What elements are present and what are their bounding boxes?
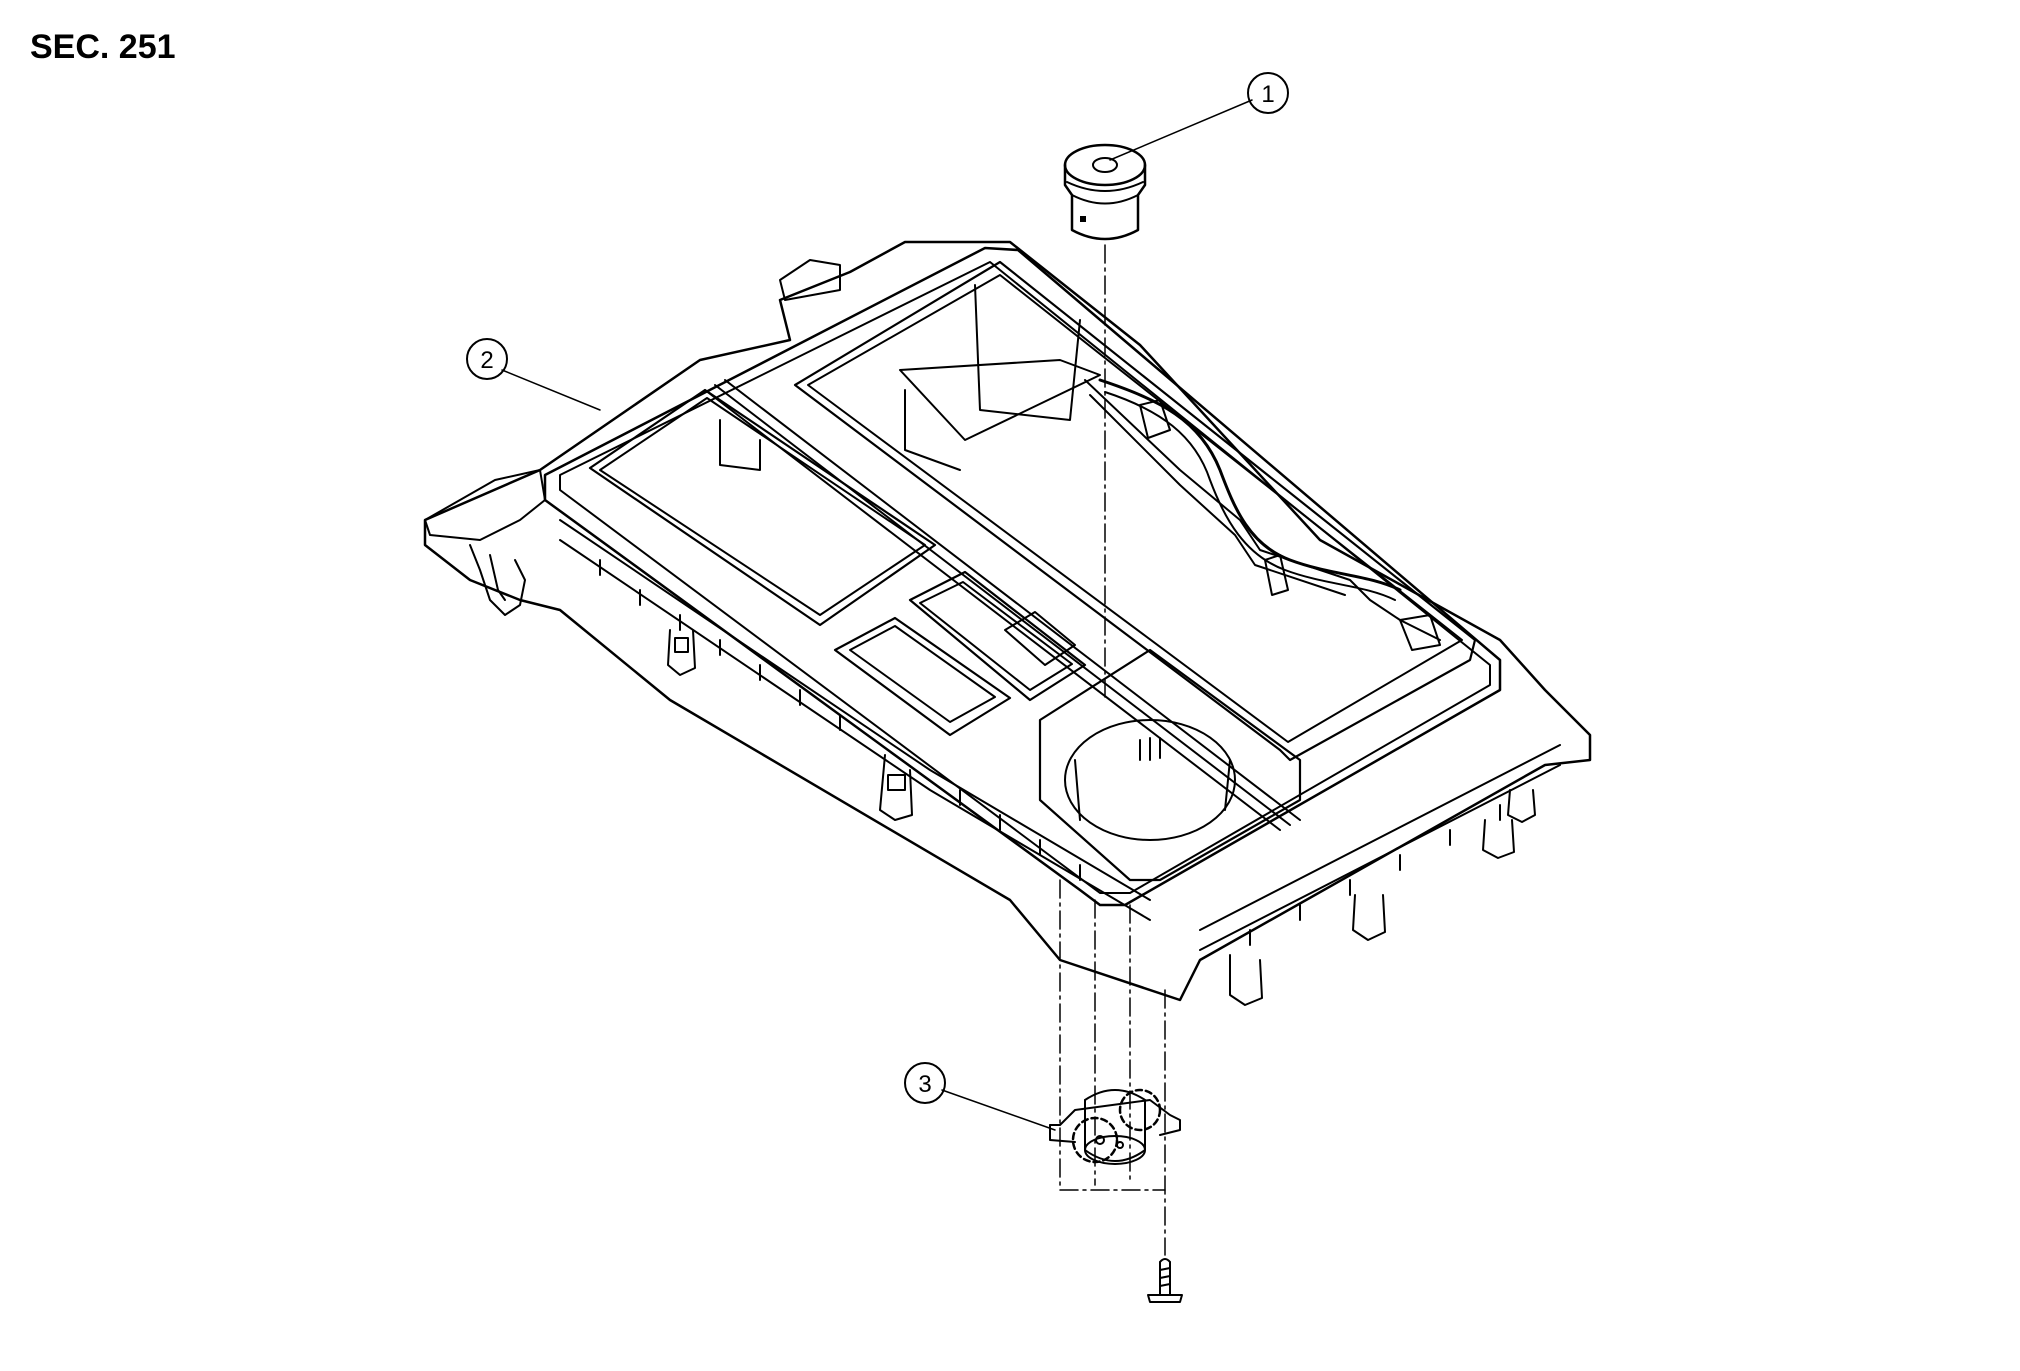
svg-text:3: 3 bbox=[918, 1071, 931, 1098]
svg-text:2: 2 bbox=[480, 347, 493, 374]
bracket-base-part bbox=[1049, 1088, 1181, 1165]
callout-2: 2 bbox=[466, 338, 508, 380]
callout-3: 3 bbox=[904, 1062, 946, 1104]
cap-plug-part bbox=[1063, 143, 1147, 241]
callout-1: 1 bbox=[1247, 72, 1289, 114]
screw-part bbox=[1147, 1258, 1183, 1303]
console-finisher-panel bbox=[423, 240, 1592, 1006]
callout-leaders bbox=[501, 99, 1253, 1131]
cup-holder-opening bbox=[1038, 648, 1302, 882]
section-label: SEC. 251 bbox=[30, 28, 176, 66]
svg-text:1: 1 bbox=[1261, 81, 1274, 108]
alignment-lines bbox=[1059, 244, 1166, 1256]
